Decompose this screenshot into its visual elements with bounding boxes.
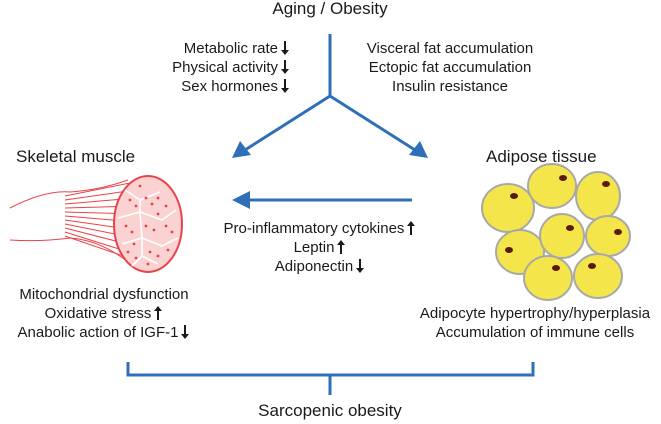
aging-split-arrow [232,34,428,158]
sarcopenic-obesity-title: Sarcopenic obesity [258,401,402,420]
effect-label: Mitochondrial dysfunction [19,286,189,303]
cytokine-pro-inflammatory: Pro-inflammatory cytokines [210,220,430,238]
cytokine-leptin: Leptin [210,239,430,257]
bold-down-arrow-icon [281,60,289,74]
skeletal-muscle-title: Skeletal muscle [16,147,136,166]
cytokine-label: Pro-inflammatory cytokines [223,220,405,237]
adipocyte-nuclei [505,175,622,271]
bold-up-arrow-icon [407,221,416,235]
effect-label: Oxidative stress [44,305,152,322]
bold-up-arrow-icon [337,240,346,254]
effect-igf1-anabolic: Anabolic action of IGF-1 [0,324,208,342]
factor-insulin-resistance: Insulin resistance [392,78,508,95]
adipose-tissue-illustration [481,163,631,301]
factor-label: Metabolic rate [183,40,278,57]
sarcopenic-bracket [126,362,535,395]
factor-metabolic-rate: Metabolic rate [120,40,290,58]
aging-obesity-title: Aging / Obesity [272,0,388,18]
effect-immune-cells: Accumulation of immune cells [435,324,635,341]
adipose-to-muscle-arrow [232,191,412,209]
factor-physical-activity: Physical activity [120,59,290,77]
factor-label: Sex hormones [181,78,278,95]
factor-label: Physical activity [172,59,278,76]
effect-label: Anabolic action of IGF-1 [17,324,179,341]
bold-down-arrow-icon [281,41,289,55]
bold-up-arrow-icon [154,306,163,320]
factor-ectopic-fat: Ectopic fat accumulation [368,59,532,76]
bold-down-arrow-icon [281,79,289,93]
cytokine-label: Leptin [293,239,335,256]
effect-mitochondrial-dysfunction: Mitochondrial dysfunction [0,286,208,304]
skeletal-muscle-illustration [9,175,183,273]
factor-sex-hormones: Sex hormones [120,78,290,96]
bold-down-arrow-icon [181,325,190,339]
effect-adipocyte-hypertrophy: Adipocyte hypertrophy/hyperplasia [419,305,651,322]
effect-oxidative-stress: Oxidative stress [0,305,208,323]
cytokine-label: Adiponectin [274,258,354,275]
bold-down-arrow-icon [356,259,365,273]
adipose-tissue-title: Adipose tissue [486,147,597,166]
factor-visceral-fat: Visceral fat accumulation [366,40,534,57]
cytokine-adiponectin: Adiponectin [210,258,430,276]
